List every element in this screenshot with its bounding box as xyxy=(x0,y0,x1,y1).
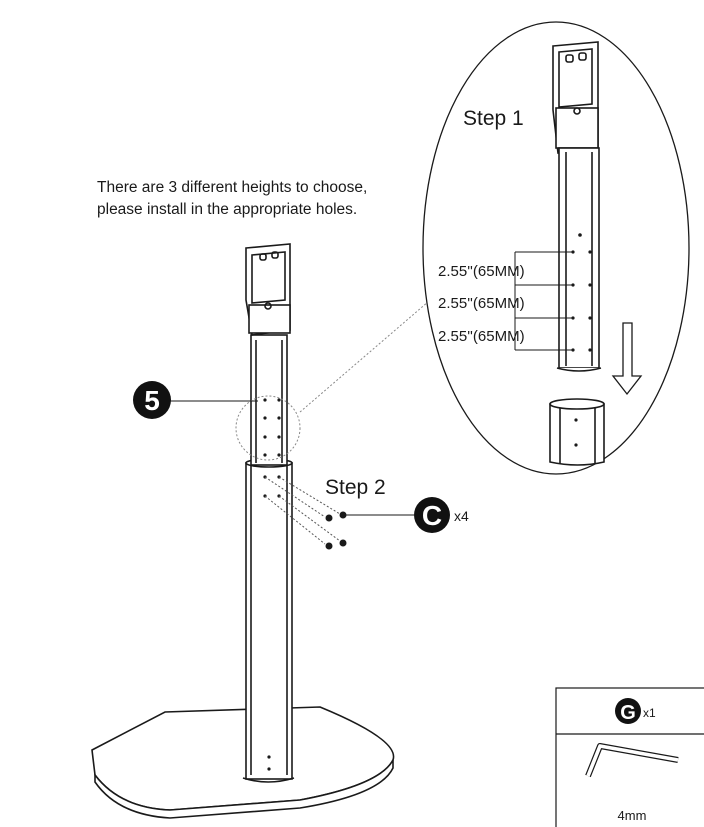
measurement-1: 2.55''(65MM) xyxy=(438,263,525,280)
detail-bracket xyxy=(552,41,599,154)
callout-5-label: 5 xyxy=(144,385,160,416)
instruction-line-2: please install in the appropriate holes. xyxy=(97,201,357,218)
step-1-label: Step 1 xyxy=(463,107,524,130)
step-2-label: Step 2 xyxy=(325,476,386,499)
callout-5-badge xyxy=(133,381,171,419)
instruction-line-1: There are 3 different heights to choose, xyxy=(97,179,367,196)
tool-box: G x1 4mm xyxy=(555,687,704,827)
lower-column xyxy=(245,462,293,780)
detail-lower-tube xyxy=(549,398,605,466)
callout-g-qty: x1 xyxy=(643,706,656,720)
callout-c-badge xyxy=(414,497,450,533)
dimension-lines xyxy=(514,251,573,351)
tv-stand xyxy=(91,243,395,819)
screw-guide-lines xyxy=(264,476,341,545)
upper-column xyxy=(250,334,288,466)
callout-g-label: G xyxy=(620,702,636,724)
screws xyxy=(325,511,347,550)
insert-arrow-icon xyxy=(611,322,643,396)
detail-callout xyxy=(235,282,451,461)
measurement-2: 2.55''(65MM) xyxy=(438,295,525,312)
callout-g-badge xyxy=(615,698,641,724)
detail-upper-tube xyxy=(556,147,602,372)
callout-c-qty: x4 xyxy=(454,508,469,524)
tool-size-label: 4mm xyxy=(618,808,647,823)
measurement-3: 2.55''(65MM) xyxy=(438,328,525,345)
callout-c-label: C xyxy=(422,500,442,531)
